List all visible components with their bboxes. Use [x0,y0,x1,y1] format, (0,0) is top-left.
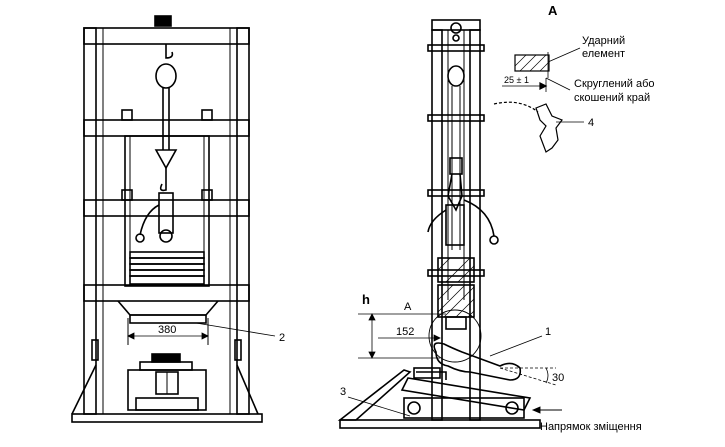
dimension-h [358,313,446,359]
rounded-edge-line1: Скруглений або [574,78,655,90]
angle-30 [499,367,557,386]
impact-element-line1: Ударний [582,35,625,47]
a-label-right: A [404,301,412,313]
detail-a [493,47,584,153]
dim-380-label: 380 [158,324,176,336]
callout-4: 4 [588,117,594,129]
rounded-edge-line2: скошений край [574,92,650,104]
dimension-380 [127,332,209,340]
left-view-front-elevation [71,15,263,423]
callout-1: 1 [545,326,551,338]
a-label-detail: A [548,3,558,18]
dim-152-label: 152 [396,326,414,338]
direction-text: Напрямок зміщення [540,421,642,433]
leader-1 [489,335,543,357]
direction-arrow [531,406,562,414]
dimension-152 [378,334,441,342]
callout-2: 2 [279,332,285,344]
leader-2 [195,322,276,337]
angle-30-label: 30 [552,372,564,384]
callout-3: 3 [340,386,346,398]
right-view-side-elevation [337,19,541,429]
impact-element-line2: елемент [582,48,625,60]
leader-3 [347,396,411,417]
h-label: h [362,292,370,307]
dim-25-label: 25 ± 1 [504,75,529,85]
